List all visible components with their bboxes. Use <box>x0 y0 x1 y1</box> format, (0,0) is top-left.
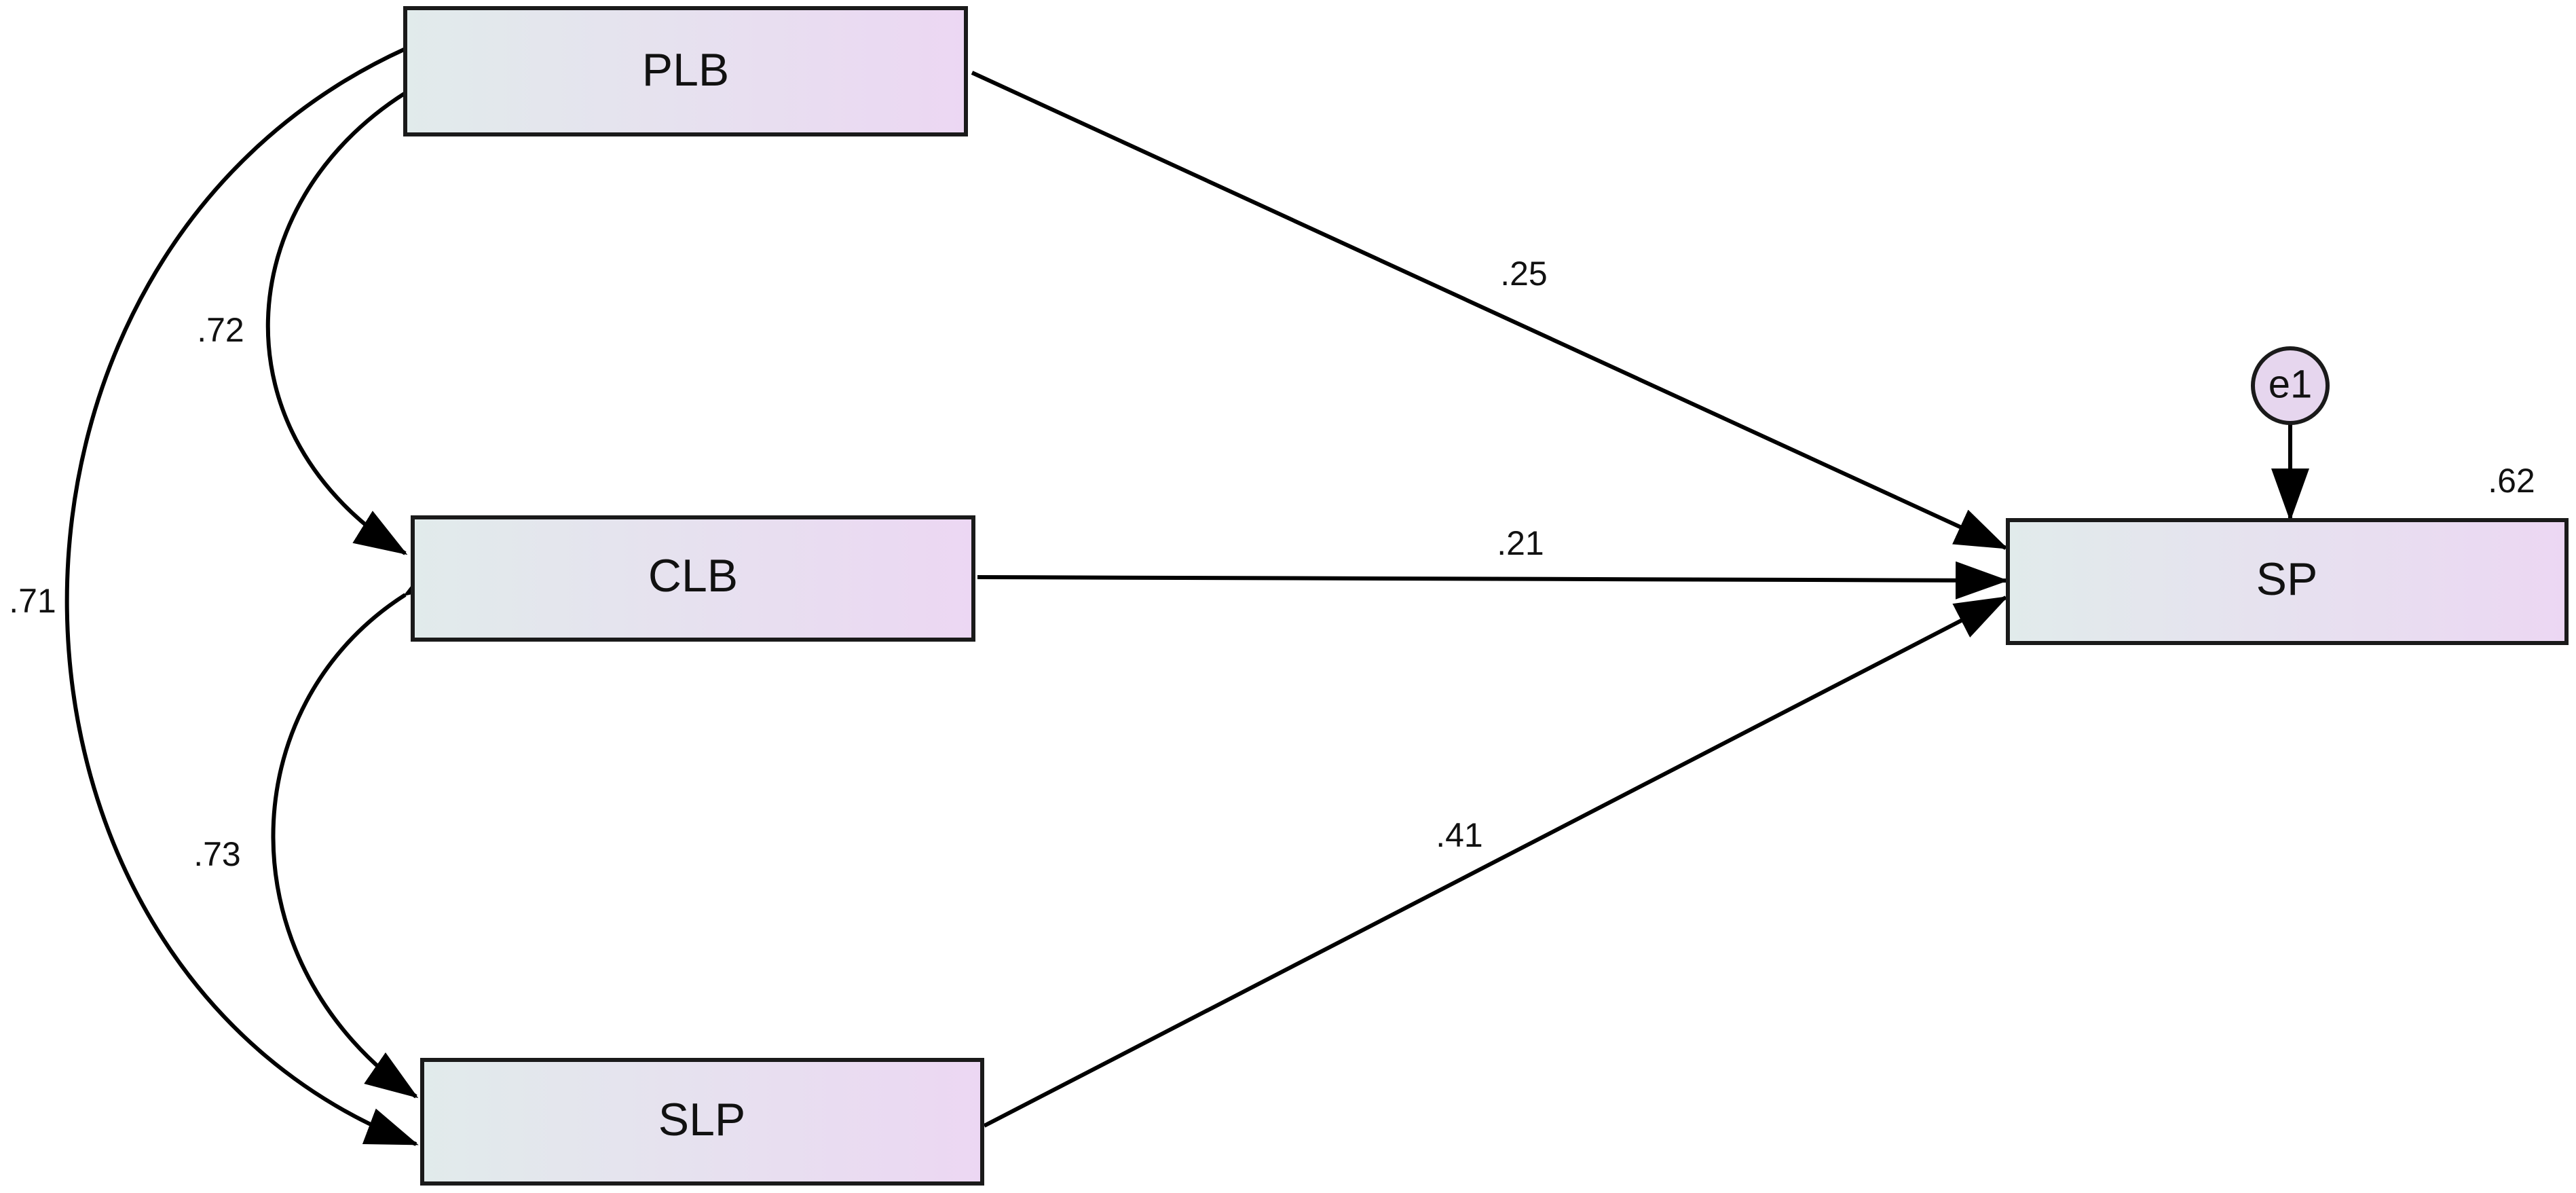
node-plb: PLB <box>403 6 968 136</box>
path-slp-to-sp <box>983 595 2009 1128</box>
coef-corr-plb-clb: .72 <box>197 311 244 349</box>
coef-corr-plb-slp: .71 <box>9 582 56 620</box>
r-squared-sp: .62 <box>2488 462 2535 500</box>
node-plb-box <box>403 6 968 136</box>
node-clb: CLB <box>411 515 975 642</box>
node-clb-label: CLB <box>648 550 738 602</box>
path-plb-to-sp <box>971 71 2009 550</box>
correlation-arc-plb-clb <box>265 50 458 555</box>
coef-slp-sp: .41 <box>1436 816 1483 854</box>
node-e1-circle <box>2251 346 2330 425</box>
correlation-arc-plb-slp <box>64 10 459 1146</box>
node-clb-box <box>411 515 975 642</box>
node-e1: e1 <box>2251 346 2330 425</box>
node-sp: SP <box>2006 518 2569 645</box>
node-slp: SLP <box>420 1058 984 1186</box>
coef-corr-clb-slp: .73 <box>193 835 241 873</box>
node-slp-box <box>420 1058 984 1186</box>
coef-plb-sp: .25 <box>1500 255 1548 293</box>
node-sp-label: SP <box>2256 553 2318 605</box>
coef-clb-sp: .21 <box>1497 524 1544 562</box>
path-clb-to-sp <box>977 561 2009 600</box>
correlation-arc-clb-slp <box>271 551 458 1099</box>
node-slp-label: SLP <box>658 1094 746 1145</box>
node-sp-box <box>2006 518 2569 645</box>
node-plb-label: PLB <box>642 44 730 96</box>
node-e1-label: e1 <box>2269 362 2313 406</box>
